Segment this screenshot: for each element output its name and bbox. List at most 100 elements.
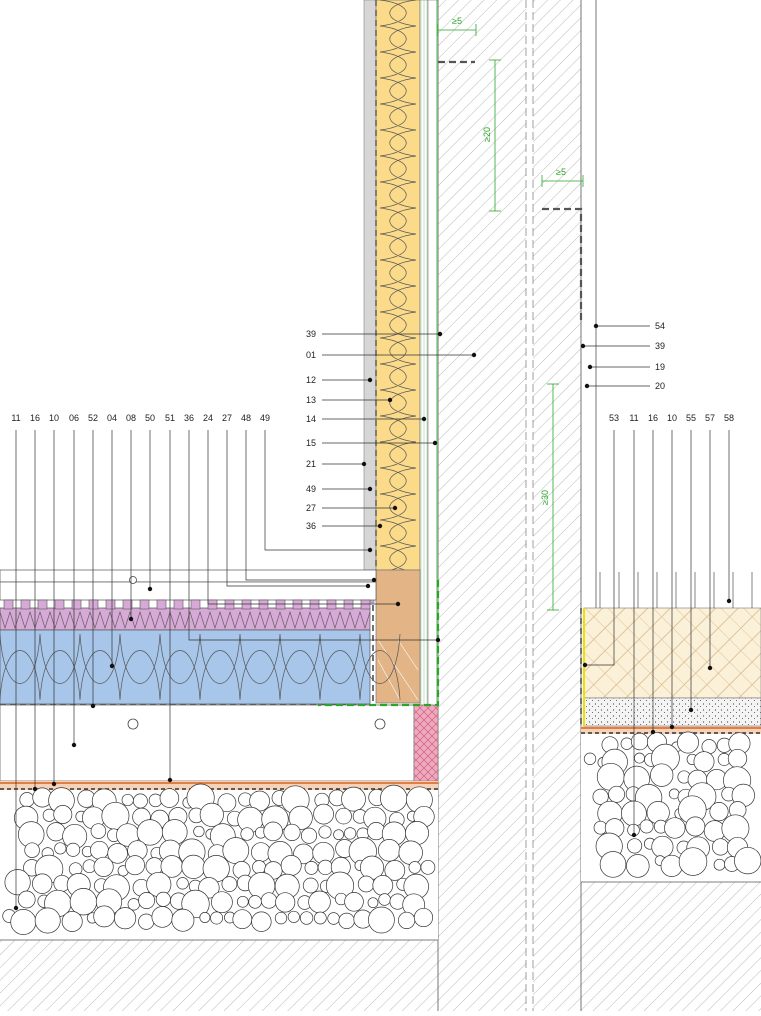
floor-label-50: 50 <box>145 413 155 423</box>
leader-dot <box>147 586 153 592</box>
wall-cladding <box>427 0 439 706</box>
gravel-stone <box>398 911 416 929</box>
gravel-stone <box>107 843 128 864</box>
gravel-stone <box>685 816 706 837</box>
floor-label-08: 08 <box>126 413 136 423</box>
screed-teeth <box>3 599 371 610</box>
leader-dot <box>109 663 115 669</box>
gravel-stone <box>343 827 357 840</box>
gravel-stone <box>693 751 715 773</box>
gravel-stone <box>251 842 271 863</box>
gravel-stone <box>93 856 114 877</box>
screed-tooth <box>139 599 150 610</box>
gravel-stone <box>413 907 434 928</box>
gravel-stone <box>275 892 296 913</box>
screed-tooth <box>258 599 269 610</box>
leader-dot <box>32 786 38 792</box>
wall-label-12: 12 <box>306 375 316 385</box>
screed-tooth <box>54 599 65 610</box>
floor-label-51: 51 <box>165 413 175 423</box>
screed-tooth <box>3 599 14 610</box>
screed-tooth <box>241 599 252 610</box>
gravel-stone <box>302 877 319 894</box>
right-label-19: 19 <box>655 362 665 372</box>
screed-zigzag <box>0 610 371 630</box>
leader-dot <box>395 601 401 607</box>
gravel-stone <box>384 860 406 881</box>
gravel-stone <box>125 855 145 876</box>
leader-dot <box>587 364 593 370</box>
gravel-stone <box>121 793 134 807</box>
leader-dot <box>631 832 637 838</box>
gravel-stone <box>19 792 35 808</box>
terrace-paving <box>583 607 761 699</box>
leader-line <box>207 430 398 605</box>
leader-dot <box>580 343 586 349</box>
leader-dot <box>367 486 373 492</box>
gravel-stone <box>54 842 67 855</box>
screed-tooth <box>360 599 371 610</box>
gravel-stone <box>240 827 254 841</box>
leader-dot <box>650 729 656 735</box>
xps-insulation <box>0 629 371 705</box>
terrace-label-10: 10 <box>667 413 677 423</box>
wall-label-27: 27 <box>306 503 316 513</box>
leader-dot <box>377 523 383 529</box>
leader-dot <box>688 707 694 713</box>
gravel-stone <box>378 893 391 906</box>
gravel-stone <box>17 890 36 909</box>
right-label-39: 39 <box>655 341 665 351</box>
screed-tooth <box>71 599 82 610</box>
gravel-stone <box>377 839 401 862</box>
gravel-stone <box>53 805 73 824</box>
gravel-left-stones <box>2 783 436 935</box>
leader-dot <box>365 583 371 589</box>
wall-insulation <box>375 0 421 571</box>
leader-dot <box>90 703 96 709</box>
gravel-stone <box>32 873 53 894</box>
screed-tooth <box>156 599 167 610</box>
gravel-stone <box>318 825 332 839</box>
leader-line <box>585 430 615 666</box>
leader-dot <box>669 724 675 730</box>
floor-label-49: 49 <box>260 413 270 423</box>
dimension-right-height: ≥30 <box>540 383 559 611</box>
ground-hatch-left <box>0 940 438 1011</box>
leader-dot <box>371 577 377 583</box>
wall-label-15: 15 <box>306 438 316 448</box>
screed-tooth <box>190 599 201 610</box>
dimension-right-gap: ≥5 <box>541 167 584 187</box>
screed-tooth <box>207 599 218 610</box>
gravel-stone <box>308 890 331 914</box>
leader-dot <box>421 416 427 422</box>
insulation-coil-pattern <box>379 0 417 573</box>
wall-label-49: 49 <box>306 484 316 494</box>
gravel-stone <box>151 906 174 928</box>
floor-label-11: 11 <box>11 413 20 423</box>
leader-line <box>245 430 374 581</box>
leader-line <box>226 430 368 587</box>
gravel-stone <box>251 911 272 932</box>
gravel-stone <box>274 911 288 925</box>
gravel-stone <box>341 786 366 812</box>
wall-lath <box>419 0 429 706</box>
wall-label-13: 13 <box>306 395 316 405</box>
gravel-stone <box>263 821 283 842</box>
leader-dot <box>726 598 732 604</box>
right-label-54: 54 <box>655 321 665 331</box>
gravel-stone <box>592 788 609 805</box>
leader-dot <box>435 637 441 643</box>
terrace-label-58: 58 <box>724 413 734 423</box>
wall-label-01: 01 <box>306 350 316 360</box>
gravel-stone <box>132 793 148 809</box>
gravel-stone <box>288 805 313 830</box>
gravel-stone <box>678 847 708 876</box>
screed-tooth <box>105 599 116 610</box>
gravel-stone <box>155 891 171 907</box>
gravel-stone <box>727 748 748 769</box>
gravel-stone <box>333 829 344 841</box>
screed-tooth <box>37 599 48 610</box>
gravel-stone <box>313 803 334 825</box>
floor-label-04: 04 <box>107 413 117 423</box>
